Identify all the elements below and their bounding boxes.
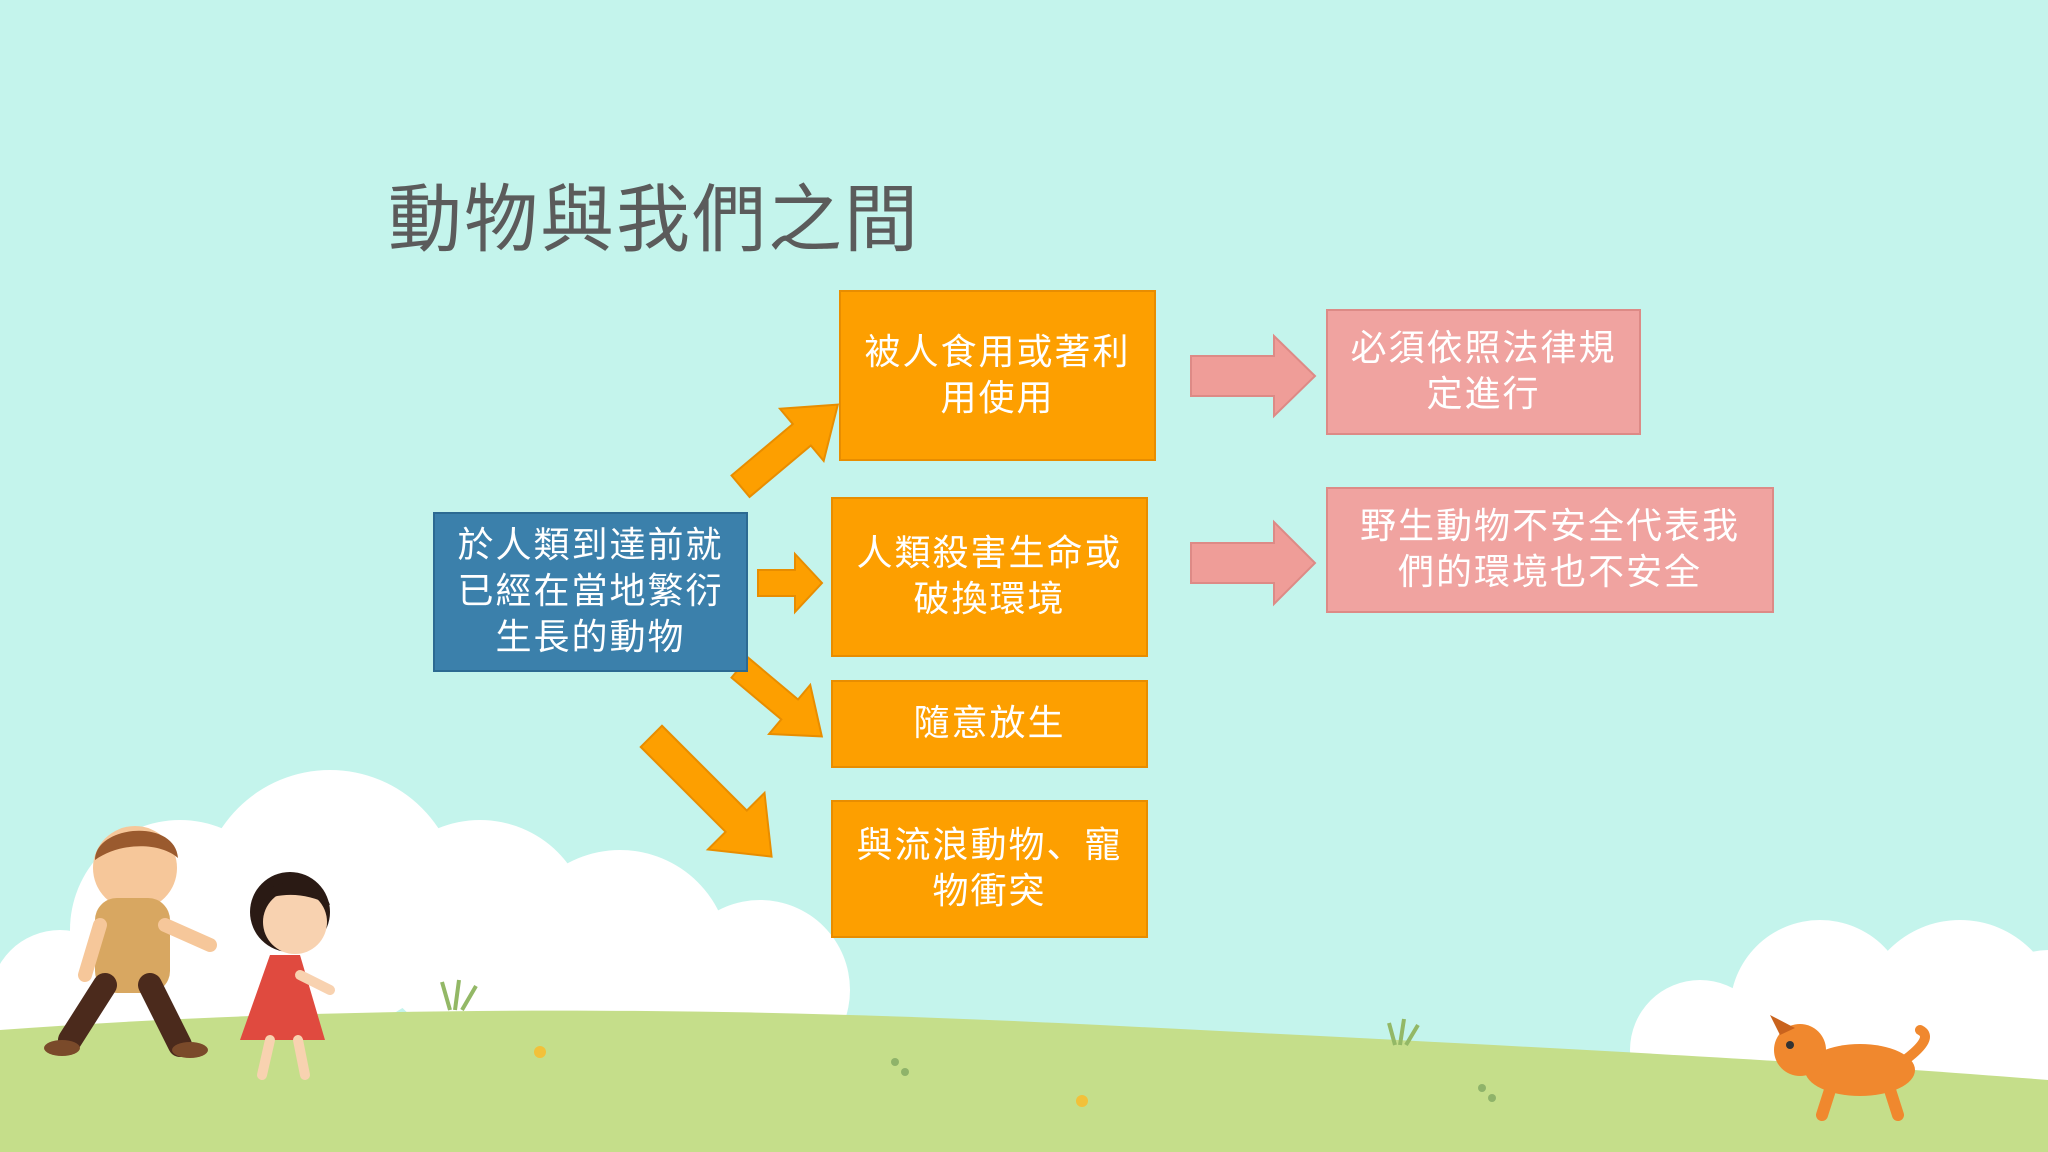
outcome-box-release: 隨意放生 — [831, 680, 1148, 768]
pink-arrow-2 — [1190, 519, 1317, 607]
consequence-box-environment: 野生動物不安全代表我 們的環境也不安全 — [1326, 487, 1774, 613]
dog-figure — [1770, 1015, 1930, 1121]
source-box: 於人類到達前就 已經在當地繁衍 生長的動物 — [433, 512, 748, 672]
arrow-up-right — [730, 403, 840, 499]
arrow-down-right-2 — [639, 724, 773, 858]
outcome-box-conflict: 與流浪動物、寵 物衝突 — [831, 800, 1148, 938]
outcome-box-consumed: 被人食用或著利 用使用 — [839, 290, 1156, 461]
slide-title: 動物與我們之間 — [388, 177, 920, 263]
pink-arrow-1 — [1190, 333, 1317, 419]
arrow-right — [757, 551, 824, 615]
arrow-down-right-1 — [730, 656, 824, 738]
girl-figure — [240, 872, 335, 1080]
outcome-box-harm: 人類殺害生命或 破換環境 — [831, 497, 1148, 657]
boy-figure — [44, 826, 217, 1058]
grass-hill — [0, 1010, 2048, 1152]
consequence-box-law: 必須依照法律規 定進行 — [1326, 309, 1641, 435]
